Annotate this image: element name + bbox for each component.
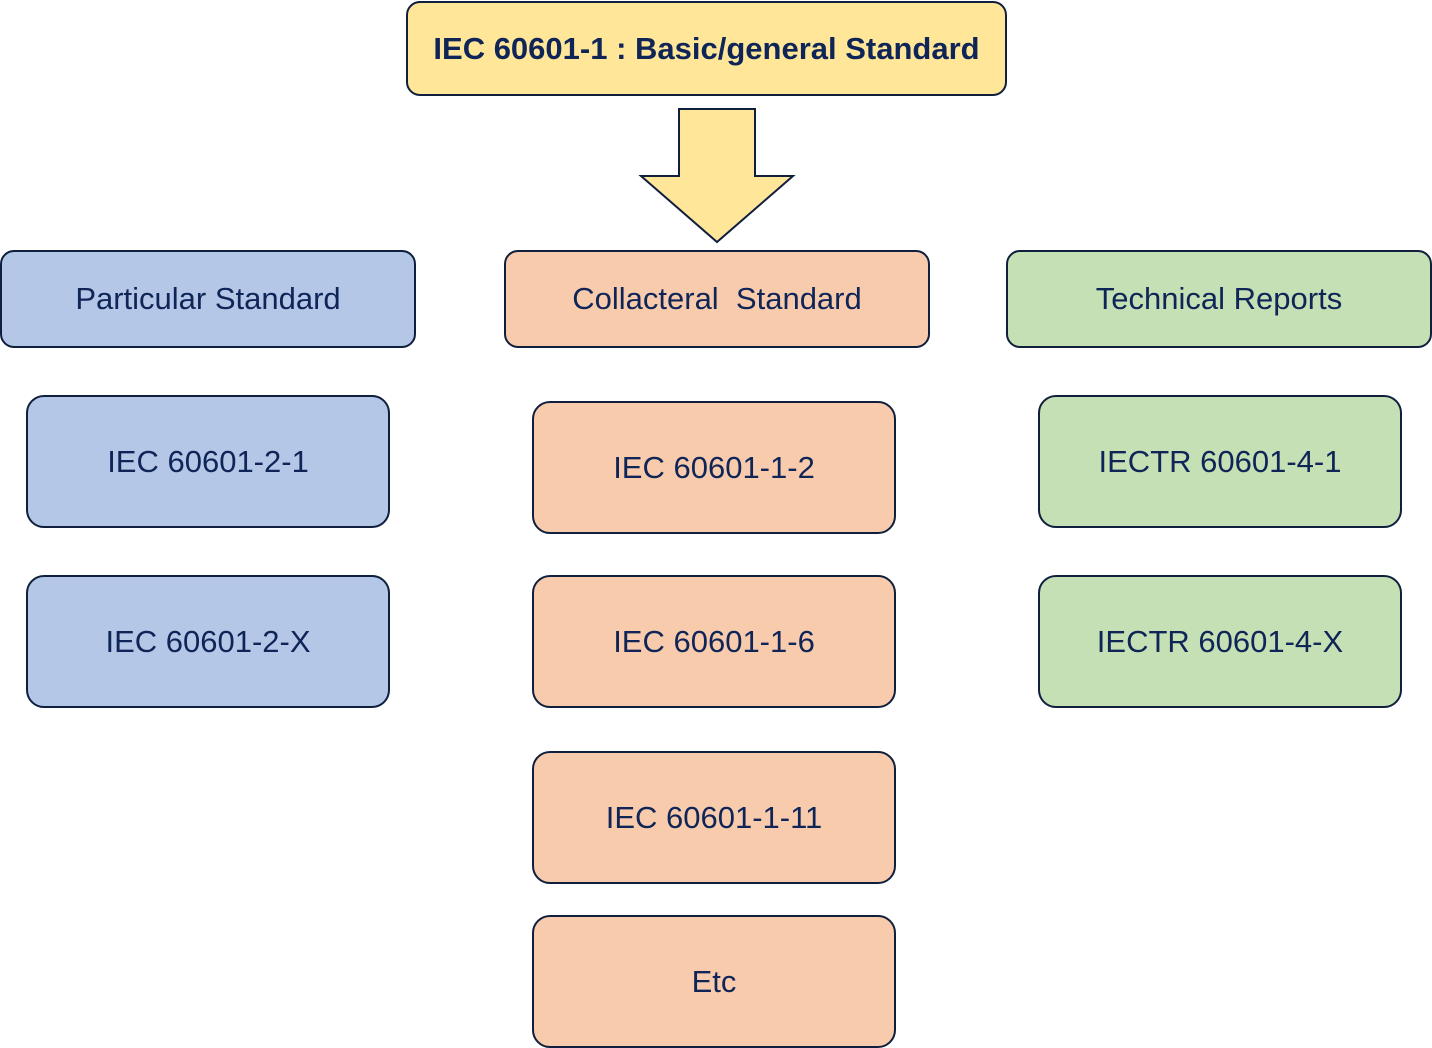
collateral-item-1: IEC 60601-1-2 bbox=[532, 401, 896, 534]
particular-item-1: IEC 60601-2-1 bbox=[26, 395, 390, 528]
root-standard-box: IEC 60601-1 : Basic/general Standard bbox=[406, 1, 1007, 96]
collateral-item-4-label: Etc bbox=[691, 963, 737, 999]
collateral-standard-label: Collacteral Standard bbox=[572, 281, 862, 316]
technical-reports-label: Technical Reports bbox=[1095, 281, 1343, 316]
collateral-item-2-label: IEC 60601-1-6 bbox=[613, 623, 815, 659]
particular-item-2-label: IEC 60601-2-X bbox=[105, 623, 311, 659]
collateral-standard-header: Collacteral Standard bbox=[504, 250, 930, 348]
particular-standard-header: Particular Standard bbox=[0, 250, 416, 348]
technical-item-1: IECTR 60601-4-1 bbox=[1038, 395, 1402, 528]
collateral-item-1-label: IEC 60601-1-2 bbox=[613, 449, 815, 485]
technical-item-1-label: IECTR 60601-4-1 bbox=[1098, 443, 1342, 479]
particular-item-2: IEC 60601-2-X bbox=[26, 575, 390, 708]
collateral-item-3: IEC 60601-1-11 bbox=[532, 751, 896, 884]
collateral-item-3-label: IEC 60601-1-11 bbox=[605, 799, 823, 835]
collateral-item-2: IEC 60601-1-6 bbox=[532, 575, 896, 708]
technical-item-2: IECTR 60601-4-X bbox=[1038, 575, 1402, 708]
particular-standard-label: Particular Standard bbox=[75, 281, 341, 316]
collateral-item-4: Etc bbox=[532, 915, 896, 1048]
technical-item-2-label: IECTR 60601-4-X bbox=[1096, 623, 1344, 659]
root-standard-label: IEC 60601-1 : Basic/general Standard bbox=[433, 30, 980, 66]
particular-item-1-label: IEC 60601-2-1 bbox=[107, 443, 309, 479]
technical-reports-header: Technical Reports bbox=[1006, 250, 1432, 348]
